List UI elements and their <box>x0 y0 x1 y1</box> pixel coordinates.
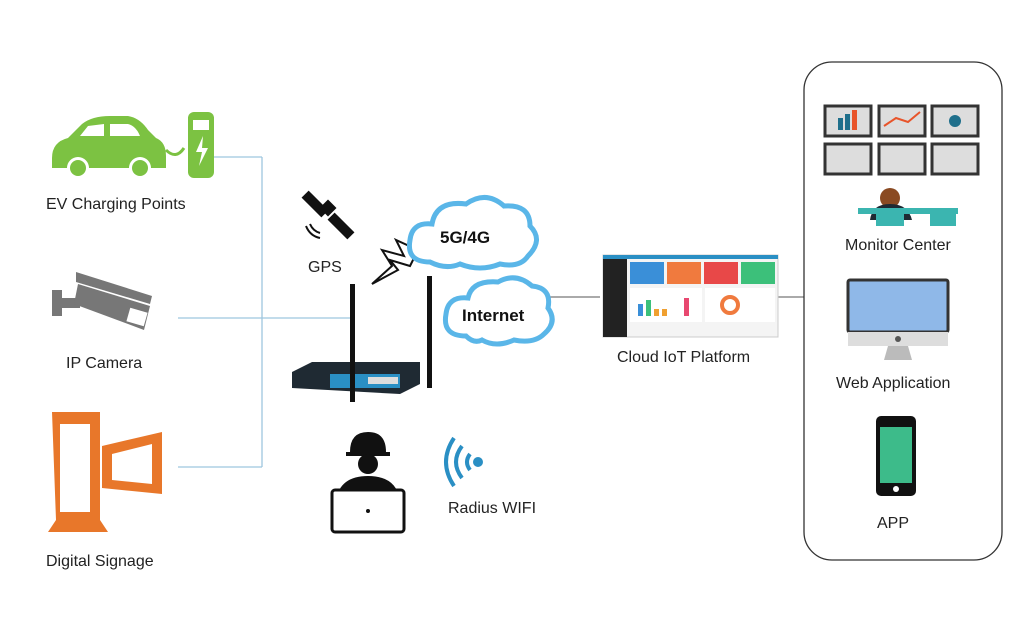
digital-signage-icon <box>48 412 162 532</box>
wifi-icon <box>444 436 483 488</box>
ev-car-icon <box>52 116 166 179</box>
wifi-label: Radius WIFI <box>448 500 536 517</box>
left-connectors <box>178 156 352 468</box>
web-application-monitor-icon <box>846 278 950 360</box>
app-label: APP <box>877 515 909 532</box>
gps-satellite-icon <box>301 190 355 240</box>
gps-label: GPS <box>308 259 342 276</box>
camera-label: IP Camera <box>66 355 142 372</box>
ev-label: EV Charging Points <box>46 196 186 213</box>
router-icon <box>292 276 432 402</box>
monitor-center-icon <box>823 104 980 226</box>
ip-camera-icon <box>52 272 152 330</box>
charging-station-icon <box>164 112 214 178</box>
internet-cloud: Internet <box>442 275 555 347</box>
cloud-platform-label: Cloud IoT Platform <box>617 349 750 366</box>
cellular-label: 5G/4G <box>440 228 490 247</box>
cellular-cloud: 5G/4G <box>406 195 539 271</box>
monitor-center-label: Monitor Center <box>845 237 951 254</box>
internet-label: Internet <box>462 306 525 325</box>
lightning-icon <box>371 237 420 285</box>
web-application-label: Web Application <box>836 375 950 392</box>
dashboard-thumbnail <box>602 254 779 338</box>
signage-label: Digital Signage <box>46 553 154 570</box>
smartphone-icon <box>876 416 916 496</box>
engineer-laptop-icon <box>330 432 406 534</box>
